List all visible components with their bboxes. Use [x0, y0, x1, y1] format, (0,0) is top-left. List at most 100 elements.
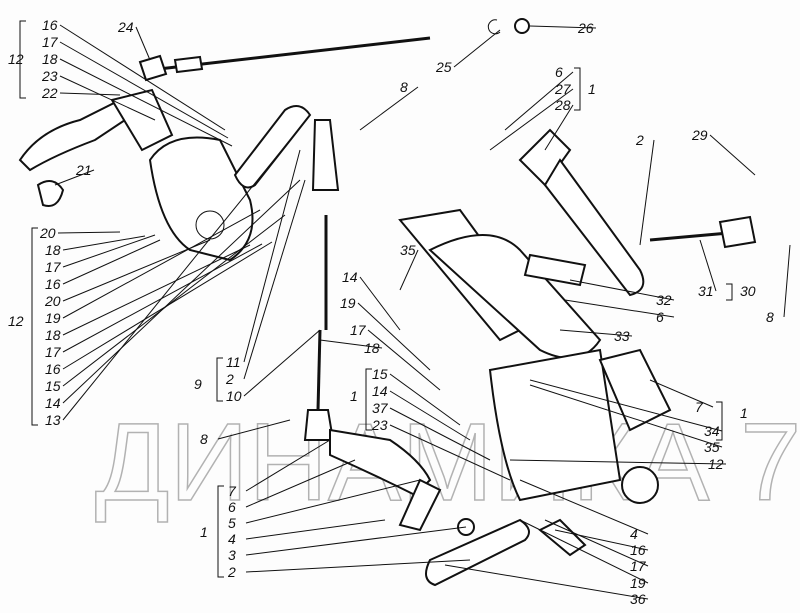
callout-label: 8 [200, 431, 208, 447]
leader-line [62, 234, 156, 268]
leader-line [62, 139, 291, 421]
nut-26 [514, 18, 530, 34]
leader-line [59, 92, 121, 96]
bracket-4 [538, 518, 587, 557]
callout-label: 28 [554, 97, 571, 113]
link-lever [233, 105, 312, 189]
callout-label: 16 [42, 17, 58, 33]
shaft-arm [428, 234, 602, 359]
callout-label: 6 [228, 499, 236, 515]
leader-line [62, 209, 261, 319]
leader-line [357, 302, 431, 371]
callout-label: 11 [226, 354, 241, 370]
group-bracket [19, 20, 26, 99]
leader-line [59, 41, 229, 139]
callout-label: 1 [740, 405, 748, 421]
callout-label: 12 [8, 313, 24, 329]
leader-line [245, 526, 467, 556]
leader-line [444, 564, 649, 600]
leader-line [529, 379, 723, 432]
callout-label: 6 [555, 64, 563, 80]
leader-line [217, 419, 291, 440]
callout-label: 14 [342, 269, 358, 285]
callout-label: 33 [614, 328, 630, 344]
callout-label: 9 [194, 376, 202, 392]
callout-label: 32 [656, 292, 672, 308]
leader-line [489, 88, 574, 151]
callout-label: 17 [45, 344, 62, 360]
group-bracket [216, 357, 223, 402]
leader-line [509, 459, 727, 465]
callout-label: 10 [226, 388, 242, 404]
leader-line [783, 244, 791, 318]
leader-line [245, 459, 356, 508]
leader-line [389, 373, 461, 426]
callout-label: 25 [435, 59, 452, 75]
callout-label: 18 [42, 51, 58, 67]
leader-line [519, 479, 649, 535]
handle-sleeve [110, 88, 174, 152]
callout-label: 15 [372, 366, 388, 382]
bushing-32 [523, 253, 587, 287]
leader-line [453, 29, 501, 68]
callout-label: 20 [39, 225, 56, 241]
leader-line [389, 390, 471, 441]
cable-nut [173, 55, 204, 74]
callout-label: 12 [708, 456, 724, 472]
clevis-29 [718, 215, 757, 249]
callout-label: 4 [630, 526, 638, 542]
callout-label: 4 [228, 531, 236, 547]
leader-line [639, 139, 655, 246]
callout-label: 1 [588, 81, 596, 97]
callout-label: 16 [630, 542, 646, 558]
callout-label: 18 [45, 242, 61, 258]
leader-line [529, 384, 723, 448]
leader-line [359, 276, 401, 331]
shaft-6 [543, 158, 645, 297]
callout-label: 8 [766, 309, 774, 325]
rod-9 [316, 329, 322, 411]
callout-label: 23 [41, 68, 58, 84]
callout-label: 36 [630, 591, 646, 607]
callout-label: 8 [400, 79, 408, 95]
leader-line [389, 407, 491, 461]
leader-line [135, 26, 151, 61]
leader-line [649, 379, 714, 408]
callout-label: 7 [695, 399, 704, 415]
leader-line [709, 134, 756, 176]
callout-label: 2 [227, 564, 236, 580]
parts-drawing [18, 18, 757, 587]
pedal-housing [148, 136, 254, 262]
spring-36 [425, 518, 530, 587]
leader-line [569, 279, 675, 301]
leader-line [544, 104, 574, 151]
leader-line [62, 235, 146, 251]
leader-line [62, 239, 211, 302]
callout-label: 35 [400, 242, 416, 258]
watermark: ДИНАМИКА 76 [95, 401, 800, 524]
callout-label: 20 [44, 293, 61, 309]
leader-line [504, 71, 574, 131]
group-bracket [365, 368, 372, 431]
leader-lines [54, 24, 791, 600]
callout-label: 19 [45, 310, 61, 326]
callout-label: 19 [340, 295, 356, 311]
leader-line [319, 339, 383, 349]
group-bracket [574, 67, 581, 111]
arm-7 [598, 348, 672, 432]
mounting-plate [488, 348, 622, 502]
callout-label: 18 [364, 340, 380, 356]
group-bracket [716, 401, 723, 441]
leader-line [243, 329, 321, 397]
callout-label: 16 [45, 361, 61, 377]
shaft-end [621, 466, 659, 504]
knob-21 [36, 180, 65, 207]
leader-line [59, 75, 156, 121]
callout-label: 29 [691, 127, 708, 143]
leader-line [544, 519, 649, 567]
callout-label: 17 [45, 259, 62, 275]
callout-label: 14 [45, 395, 61, 411]
callout-label: 24 [117, 19, 134, 35]
callout-label: 2 [225, 371, 234, 387]
leader-line [243, 179, 306, 380]
